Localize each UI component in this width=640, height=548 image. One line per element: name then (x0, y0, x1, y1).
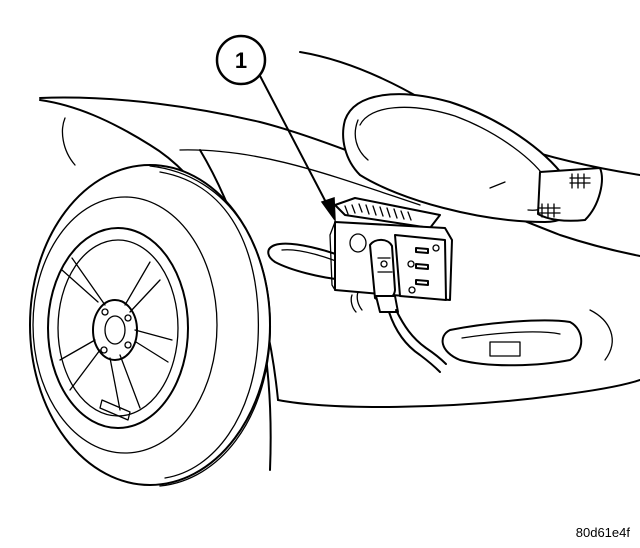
fog-lamp (441, 319, 583, 367)
headlamp (342, 93, 603, 223)
callout-marker: 1 (215, 34, 267, 86)
callout-number: 1 (235, 48, 247, 73)
wiring-harness (350, 291, 447, 373)
figure-code: 80d61e4f (575, 525, 630, 540)
callout-leader-arrow (257, 71, 336, 223)
ambient-temperature-sensor (369, 238, 399, 313)
wheel-rim (47, 227, 189, 429)
